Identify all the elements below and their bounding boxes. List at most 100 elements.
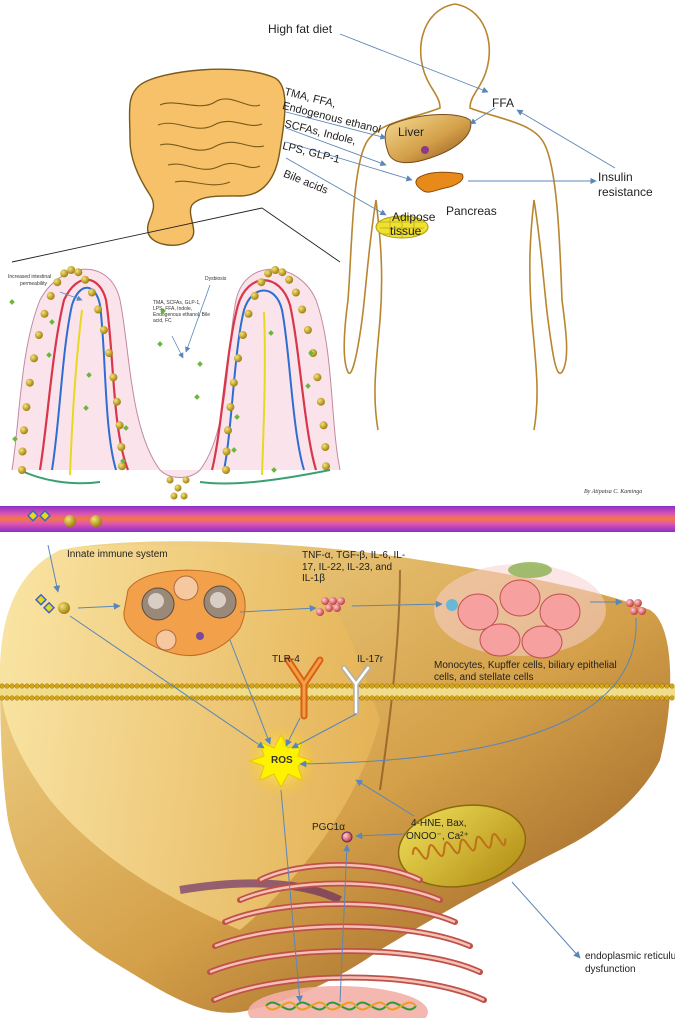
lipid-head	[99, 695, 105, 701]
lipid-head	[234, 695, 240, 701]
lipid-head	[489, 683, 495, 689]
adipose-label-line1: Adipose	[392, 210, 436, 224]
lipid-head	[424, 695, 430, 701]
bacterium	[109, 373, 118, 382]
il17r-label: IL-17r	[357, 654, 384, 665]
lipid-head	[249, 683, 255, 689]
adipose-label-line2: tissue	[390, 224, 422, 238]
lipid-head	[419, 683, 425, 689]
lipid-head	[424, 683, 430, 689]
lipid-head	[604, 683, 610, 689]
permeability-label-line2: permeability	[20, 281, 47, 287]
lipid-head	[644, 695, 650, 701]
lipid-head	[184, 683, 190, 689]
lipid-head	[69, 683, 75, 689]
lipid-head	[609, 695, 615, 701]
lipid-head	[139, 695, 145, 701]
lipid-head	[344, 695, 350, 701]
lipid-head	[524, 695, 530, 701]
bacterium	[174, 484, 182, 492]
liver-icon	[384, 114, 472, 164]
metabolite-particle	[160, 308, 166, 314]
bacterium	[298, 305, 307, 314]
lipid-head	[549, 683, 555, 689]
lipid-head	[134, 695, 140, 701]
lipid-head	[224, 695, 230, 701]
lipid-head	[0, 683, 5, 689]
lipid-head	[214, 695, 220, 701]
lipid-head	[209, 695, 215, 701]
bacterium	[60, 269, 69, 278]
lipid-head	[194, 683, 200, 689]
lipid-head	[364, 683, 370, 689]
lipid-head	[384, 695, 390, 701]
lipid-head	[659, 695, 665, 701]
lipid-head	[369, 683, 375, 689]
metabolite-particle	[194, 394, 200, 400]
bacterium	[67, 266, 76, 274]
bacterium	[18, 447, 27, 456]
monocytes-label: Monocytes, Kupffer cells, biliary epithe…	[434, 660, 617, 683]
blood-vessel-band	[0, 506, 675, 532]
lipid-head	[389, 695, 395, 701]
lipid-head	[154, 683, 160, 689]
lipid-head	[539, 695, 545, 701]
lipid-head	[149, 683, 155, 689]
lipid-head	[109, 695, 115, 701]
lipid-head	[294, 695, 300, 701]
lipid-head	[74, 683, 80, 689]
lipid-head	[339, 695, 345, 701]
lipid-head	[314, 695, 320, 701]
pgc1a-label: PGC1α	[312, 822, 346, 833]
lipid-head	[319, 683, 325, 689]
nucleus	[248, 986, 428, 1018]
lipid-head	[624, 683, 630, 689]
lipid-head	[49, 683, 55, 689]
lipid-head	[449, 695, 455, 701]
bacterium	[322, 462, 330, 471]
lipid-head	[579, 695, 585, 701]
lipid-head	[454, 683, 460, 689]
lipid-head	[9, 695, 15, 701]
lipid-head	[329, 683, 335, 689]
lipid-head	[14, 695, 20, 701]
bacterium	[291, 288, 300, 297]
lipid-head	[204, 683, 210, 689]
lipid-head	[509, 683, 515, 689]
lipid-head	[254, 695, 260, 701]
bacterium	[99, 326, 108, 334]
lipid-head	[114, 683, 120, 689]
lipid-head	[584, 695, 590, 701]
lipid-head	[359, 695, 365, 701]
lipid-head	[319, 695, 325, 701]
pancreas-label: Pancreas	[446, 204, 497, 218]
lipid-head	[309, 683, 315, 689]
metabolite-particle	[268, 330, 274, 336]
lipid-head	[664, 683, 670, 689]
bacterium	[112, 397, 121, 406]
er-dysfunction-label-line1: endoplasmic reticulum	[585, 951, 675, 962]
lipid-head	[494, 695, 500, 701]
metabolite-particle	[308, 350, 314, 356]
lipid-head	[44, 695, 50, 701]
lipid-head	[124, 695, 130, 701]
bacterium	[316, 397, 325, 406]
lipid-head	[499, 683, 505, 689]
lipid-head	[54, 683, 60, 689]
lipid-head	[59, 695, 65, 701]
lipid-head	[409, 695, 415, 701]
bacterium	[117, 443, 126, 451]
lipid-head	[64, 695, 70, 701]
lipid-head	[434, 683, 440, 689]
lipid-head	[564, 695, 570, 701]
lipid-head	[364, 695, 370, 701]
metabolite-particle	[120, 458, 126, 464]
bacterium	[87, 288, 96, 297]
bacterium	[94, 305, 103, 314]
lipid-head	[119, 695, 125, 701]
lipid-head	[84, 683, 90, 689]
lipid-head	[59, 683, 65, 689]
bacterium	[264, 269, 273, 278]
lipid-head	[329, 695, 335, 701]
